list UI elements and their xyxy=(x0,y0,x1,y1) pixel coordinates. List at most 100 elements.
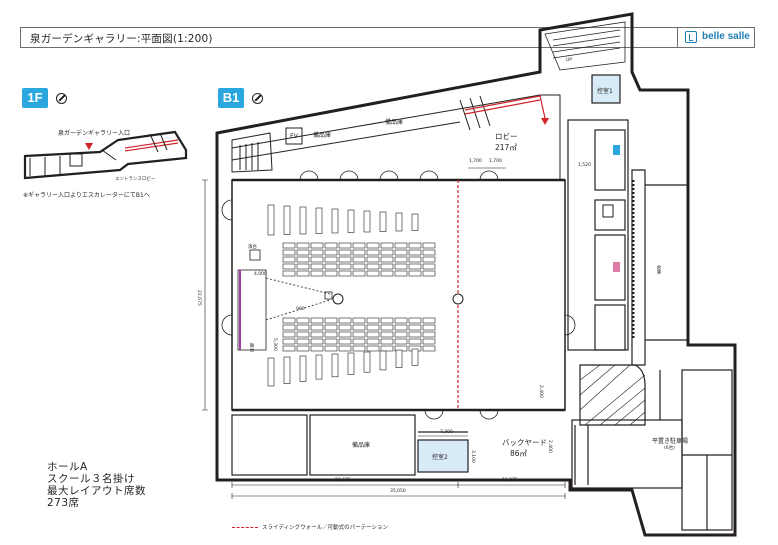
seat-desk xyxy=(310,242,324,249)
seat-desk xyxy=(331,353,339,378)
seat-desk xyxy=(310,249,324,256)
seat-desk xyxy=(422,249,436,256)
seat-desk xyxy=(283,205,291,235)
seat-desk xyxy=(352,249,366,256)
seat-desk xyxy=(379,211,387,232)
seat-desk xyxy=(347,209,355,233)
seat-desk xyxy=(282,249,296,256)
backyard-name: バックヤード xyxy=(502,438,547,447)
entrance-marker-icon xyxy=(85,143,93,150)
seat-desk xyxy=(394,331,408,338)
dim-7300: 7,300 xyxy=(440,430,453,435)
dim-bottom-total: 35,050 xyxy=(390,489,406,494)
seat-count: 273席 xyxy=(47,497,80,509)
seat-desk xyxy=(296,263,310,270)
column-marker xyxy=(332,293,344,305)
seating-style: スクール３名掛け xyxy=(47,473,135,485)
seat-desk xyxy=(422,263,436,270)
entrance-lobby-label: エントランスロビー xyxy=(115,177,156,182)
hall-info: ホールA スクール３名掛け 最大レイアウト席数 273席 xyxy=(47,461,146,509)
north-compass-icon xyxy=(56,93,67,104)
seat-desk xyxy=(324,338,338,345)
seat-desk xyxy=(394,324,408,331)
top-stairs xyxy=(544,21,626,71)
seat-desk xyxy=(366,345,380,352)
seat-desk xyxy=(422,331,436,338)
lobby-area: 217㎡ xyxy=(495,143,517,152)
seat-desk xyxy=(380,256,394,263)
seat-desk xyxy=(366,317,380,324)
dim-3100: 3,100 xyxy=(470,450,475,463)
seat-desk xyxy=(267,357,275,387)
control-room-1-label: 控室1 xyxy=(597,88,613,95)
legend-text: スライディングウォール／可動式のパーテーション xyxy=(262,525,389,531)
seat-desk xyxy=(315,207,323,234)
seat-desk xyxy=(296,249,310,256)
dim-1520: 1,520 xyxy=(578,163,591,168)
dim-900: 900 xyxy=(296,307,305,312)
seat-desk xyxy=(310,263,324,270)
dim-1700-b: 1,700 xyxy=(489,159,502,164)
seat-desk xyxy=(394,249,408,256)
ramp-hatch xyxy=(579,180,646,426)
stairs-up-label: UP xyxy=(566,58,573,63)
seat-desk xyxy=(380,263,394,270)
partition-line-icon xyxy=(232,527,258,528)
seat-desk xyxy=(282,270,296,277)
brand-logo[interactable]: belle salle xyxy=(677,28,754,47)
seat-desk xyxy=(422,270,436,277)
seat-desk xyxy=(310,317,324,324)
hall-a xyxy=(231,178,566,412)
seat-desk xyxy=(282,263,296,270)
north-compass-icon xyxy=(252,93,263,104)
seat-desk xyxy=(296,256,310,263)
dim-5300: 5,300 xyxy=(272,338,277,351)
backyard-area: 86㎡ xyxy=(510,449,528,458)
seat-desk xyxy=(366,324,380,331)
seat-desk xyxy=(282,345,296,352)
seat-desk xyxy=(422,345,436,352)
seat-desk xyxy=(310,256,324,263)
seat-desk xyxy=(395,212,403,232)
seat-desk xyxy=(366,270,380,277)
school-seating xyxy=(267,204,436,387)
seat-desk xyxy=(338,263,352,270)
seat-desk xyxy=(352,345,366,352)
dim-4000: 4,000 xyxy=(254,272,267,277)
seat-desk xyxy=(422,324,436,331)
seat-desk xyxy=(296,317,310,324)
dim-2400-a: 2,400 xyxy=(538,385,543,398)
b1-outer-wall xyxy=(215,12,737,537)
seat-desk xyxy=(366,249,380,256)
restroom-icons xyxy=(602,145,620,272)
seat-desk xyxy=(394,256,408,263)
seat-desk xyxy=(366,256,380,263)
parking-label: 平置き駐車場 xyxy=(652,438,689,445)
legend: スライディングウォール／可動式のパーテーション xyxy=(232,523,388,531)
seat-desk xyxy=(379,350,387,371)
seat-desk xyxy=(422,256,436,263)
stand-label: 演台 xyxy=(248,245,257,250)
seat-desk xyxy=(408,242,422,249)
seat-desk xyxy=(422,242,436,249)
seat-desk xyxy=(394,317,408,324)
dim-1700-a: 1,700 xyxy=(469,159,482,164)
seat-desk xyxy=(380,242,394,249)
storage-room-a-label: 備品庫 xyxy=(313,132,332,139)
dimension-lines xyxy=(202,167,566,499)
seat-desk xyxy=(338,242,352,249)
seat-desk xyxy=(324,317,338,324)
seat-desk xyxy=(380,270,394,277)
seat-desk xyxy=(338,331,352,338)
belle-salle-logo-icon xyxy=(685,31,697,43)
seat-desk xyxy=(380,331,394,338)
seat-desk xyxy=(310,331,324,338)
floor-b1-badge: B1 xyxy=(218,88,244,108)
seat-desk xyxy=(422,338,436,345)
seat-desk xyxy=(366,331,380,338)
seat-desk xyxy=(363,210,371,233)
stage xyxy=(237,249,333,351)
seat-desk xyxy=(408,270,422,277)
seat-desk xyxy=(315,354,323,380)
